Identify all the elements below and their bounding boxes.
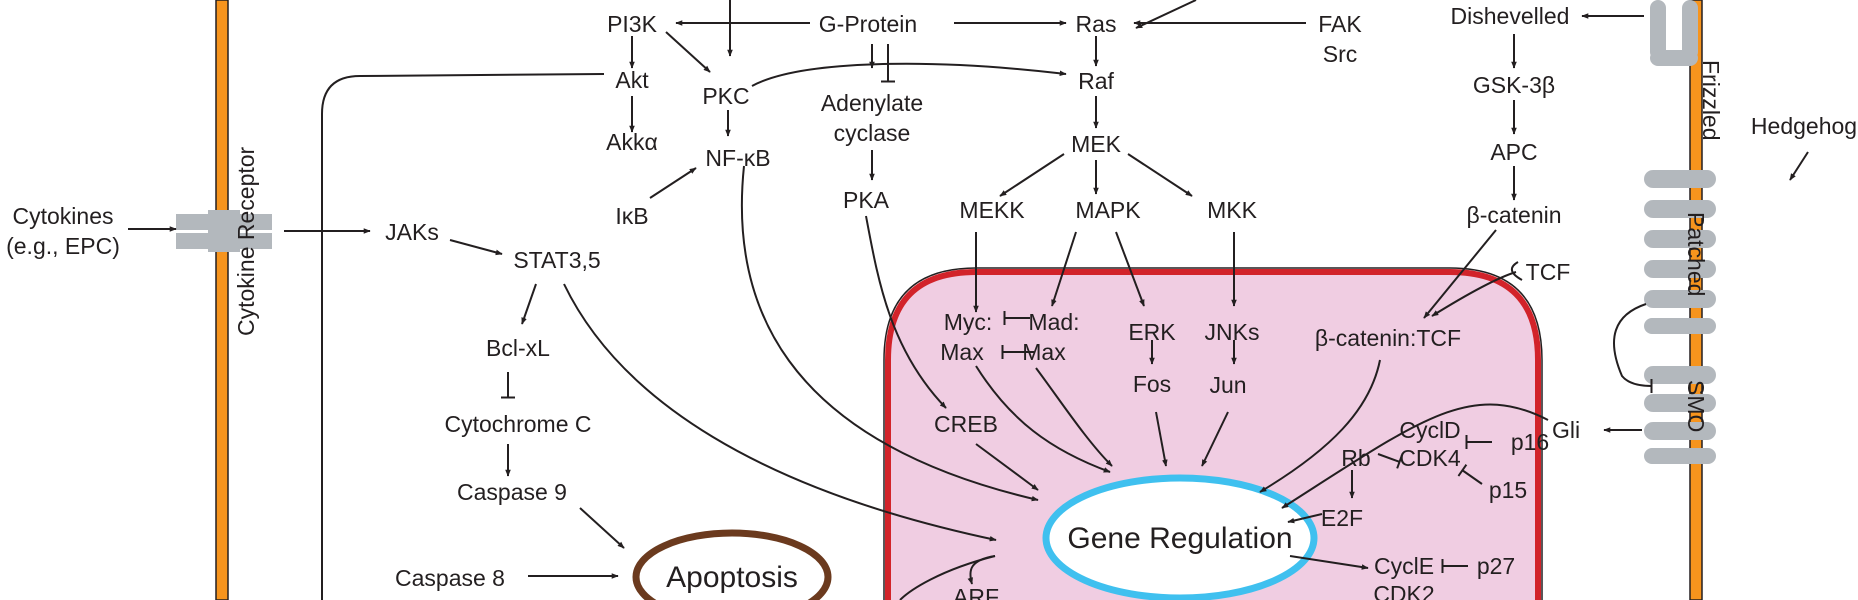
node-jnks: JNKs xyxy=(1205,319,1260,345)
pathway-connectors xyxy=(128,0,1809,600)
node-akka: Akkα xyxy=(606,129,658,155)
patched-label: Patched xyxy=(1683,212,1709,296)
node-fos: Fos xyxy=(1133,371,1171,397)
node-apc: APC xyxy=(1490,139,1537,165)
apoptosis-ring xyxy=(632,529,832,600)
node-dishevelled: Dishevelled xyxy=(1451,3,1570,29)
node-max-left: Max xyxy=(940,339,984,365)
node-stat35: STAT3,5 xyxy=(513,247,600,273)
node-fak: FAK xyxy=(1318,11,1362,37)
node-nfkb: NF-κB xyxy=(705,145,770,171)
smo-receptor xyxy=(1644,366,1716,464)
node-jaks: JAKs xyxy=(385,219,439,245)
node-pkc: PKC xyxy=(702,83,749,109)
cytokine-receptor-label: Cytokine Receptor xyxy=(233,146,259,336)
node-caspase8: Caspase 8 xyxy=(395,565,505,591)
hedgehog-label: Hedgehog xyxy=(1751,113,1857,139)
node-mek: MEK xyxy=(1071,131,1122,157)
node-pka: PKA xyxy=(843,187,890,213)
node-apoptosis: Apoptosis xyxy=(666,561,798,594)
node-pi3k: PI3K xyxy=(607,11,658,37)
node-b-catenin: β-catenin xyxy=(1466,202,1561,228)
cytokine-receptor xyxy=(176,210,272,252)
node-e2f: E2F xyxy=(1321,505,1363,531)
node-bclxl: Bcl-xL xyxy=(486,335,550,361)
node-ras: Ras xyxy=(1076,11,1117,37)
node-mkk: MKK xyxy=(1207,197,1258,223)
node-akt: Akt xyxy=(615,67,649,93)
node-erk: ERK xyxy=(1128,319,1176,345)
node-mad: Mad: xyxy=(1028,309,1079,335)
cytokines-example-label: (e.g., EPC) xyxy=(6,233,120,259)
node-raf: Raf xyxy=(1078,68,1114,94)
node-gsk3b: GSK-3β xyxy=(1473,72,1555,98)
frizzled-label: Frizzled xyxy=(1698,60,1724,141)
node-cdk2: CDK2 xyxy=(1373,581,1434,600)
node-p15: p15 xyxy=(1489,477,1527,503)
node-b-catenin-tcf: β-catenin:TCF xyxy=(1315,325,1461,351)
node-caspase9: Caspase 9 xyxy=(457,479,567,505)
smo-label: SMO xyxy=(1683,380,1709,432)
node-p27: p27 xyxy=(1477,553,1515,579)
cytokines-label: Cytokines xyxy=(13,203,114,229)
left-membrane xyxy=(215,0,229,600)
node-cdk4: CDK4 xyxy=(1399,445,1461,471)
node-gene-regulation: Gene Regulation xyxy=(1067,522,1292,555)
frizzled-receptor xyxy=(1650,0,1698,66)
node-src: Src xyxy=(1323,41,1358,67)
node-cytochrome-c: Cytochrome C xyxy=(445,411,592,437)
node-mekk: MEKK xyxy=(959,197,1025,223)
node-ikb: IκB xyxy=(615,203,648,229)
gene-regulation-ring xyxy=(1042,474,1318,600)
node-max-right: Max xyxy=(1022,339,1066,365)
node-creb: CREB xyxy=(934,411,998,437)
node-cycld: CyclD xyxy=(1399,417,1460,443)
node-myc: Myc: xyxy=(944,309,993,335)
node-mapk: MAPK xyxy=(1075,197,1141,223)
node-adenylate-cyclase-line1: Adenylate xyxy=(821,90,923,116)
node-adenylate-cyclase-line2: cyclase xyxy=(834,120,911,146)
node-g-protein: G-Protein xyxy=(819,11,917,37)
node-rb: Rb xyxy=(1341,445,1370,471)
node-p16: p16 xyxy=(1511,429,1549,455)
node-gli: Gli xyxy=(1552,417,1580,443)
node-cycle: CyclE xyxy=(1374,553,1434,579)
node-tcf: TCF xyxy=(1526,259,1571,285)
patched-receptor xyxy=(1644,170,1716,334)
node-arf: ARF xyxy=(953,584,999,600)
node-jun: Jun xyxy=(1209,372,1246,398)
